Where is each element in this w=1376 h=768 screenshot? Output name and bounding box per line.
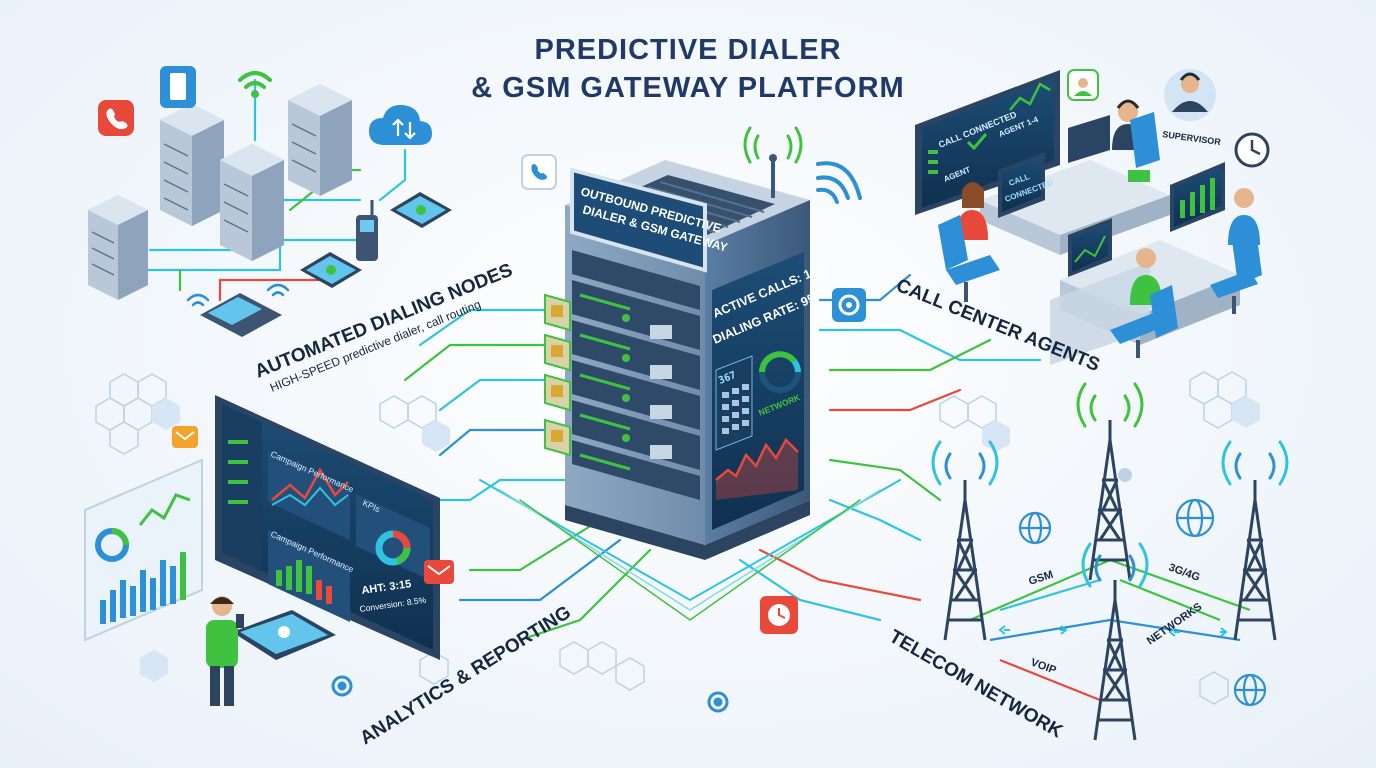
cell-tower-icon	[1088, 420, 1132, 581]
led-strips	[579, 293, 631, 471]
mobile-phone-icon	[160, 66, 196, 108]
signal-waves-icon	[931, 382, 1289, 588]
network-gauge	[759, 351, 801, 393]
cell-tower-icon	[1093, 580, 1137, 741]
gear-icon	[331, 675, 729, 713]
hex-filled	[140, 396, 1260, 682]
networks-label: NETWORKS	[1145, 601, 1204, 648]
telecom-title: TELECOM NETWORK	[886, 626, 1067, 742]
node-server-2	[160, 104, 224, 226]
cordless-phone	[356, 200, 378, 261]
dialing-nodes-title: AUTOMATED DIALING NODES	[252, 260, 516, 383]
node-server-4	[288, 84, 352, 196]
hex-decoration	[95, 371, 1247, 705]
connection-lines	[128, 78, 1042, 642]
node-server-1	[88, 195, 148, 300]
node-server-3	[220, 144, 284, 261]
server-sign	[570, 167, 707, 273]
call-center-group	[915, 69, 1270, 365]
agent-people	[956, 99, 1260, 305]
wall-screen	[915, 70, 1060, 215]
wifi-icon-small	[186, 283, 290, 307]
dish	[1118, 468, 1132, 482]
cloud-sync-icon	[369, 104, 432, 145]
cell-tower-icon	[943, 480, 987, 641]
agent-monitors	[998, 115, 1225, 277]
status-leds	[622, 314, 630, 442]
supervisor-avatar	[1164, 69, 1216, 121]
analytics-group	[84, 395, 729, 713]
chat-icon	[1067, 69, 1099, 101]
report-panel	[84, 458, 203, 642]
server-chart	[715, 437, 799, 500]
signal-waves-icon	[743, 126, 803, 164]
rack-buttons	[650, 325, 672, 459]
tablet	[232, 610, 336, 660]
agent-chairs	[938, 112, 1262, 358]
page-title-line-2: & GSM GATEWAY PLATFORM	[471, 72, 905, 104]
telecom-group	[931, 382, 1289, 741]
sim-card-icon	[544, 293, 571, 457]
gear-icon	[832, 288, 866, 322]
chat-icon	[521, 154, 557, 190]
email-icon	[172, 426, 198, 448]
email-icon	[424, 560, 454, 584]
phone-app-icon	[98, 100, 134, 136]
smartphone-1	[390, 192, 452, 228]
supervisor-label: SUPERVISOR	[1162, 129, 1222, 147]
clock-icon	[760, 596, 798, 634]
wifi-icon	[816, 161, 862, 204]
central-server	[521, 126, 866, 634]
smartphone-2	[300, 252, 362, 288]
person-icon	[206, 596, 244, 706]
analytics-dashboard	[215, 395, 440, 660]
3g-4g-label: 3G/4G	[1167, 562, 1202, 584]
clock-icon	[1234, 132, 1270, 168]
keypad	[715, 355, 753, 451]
wifi-icon	[238, 71, 272, 98]
globe-icon	[1018, 498, 1267, 707]
dialing-nodes-group	[88, 66, 452, 337]
arrows	[998, 625, 1228, 637]
desk-phone	[200, 293, 282, 337]
page-title-line-1: PREDICTIVE DIALER	[534, 34, 842, 66]
cell-tower-icon	[1233, 480, 1277, 641]
